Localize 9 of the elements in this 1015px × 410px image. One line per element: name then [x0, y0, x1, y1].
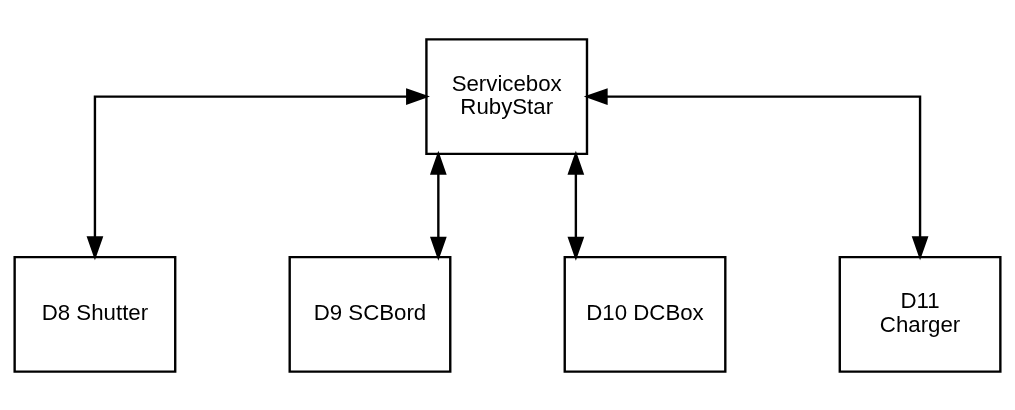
- node-box: D10 DCBox: [563, 255, 727, 373]
- arrow: [430, 150, 447, 261]
- node-box: Servicebox RubyStar: [425, 37, 589, 155]
- node-box: D11 Charger: [838, 255, 1002, 373]
- arrow: [583, 87, 929, 260]
- node-box: D8 Shutter: [13, 255, 177, 373]
- node-box: D9 SCBord: [288, 255, 452, 373]
- arrow: [567, 150, 585, 261]
- arrow: [86, 87, 430, 260]
